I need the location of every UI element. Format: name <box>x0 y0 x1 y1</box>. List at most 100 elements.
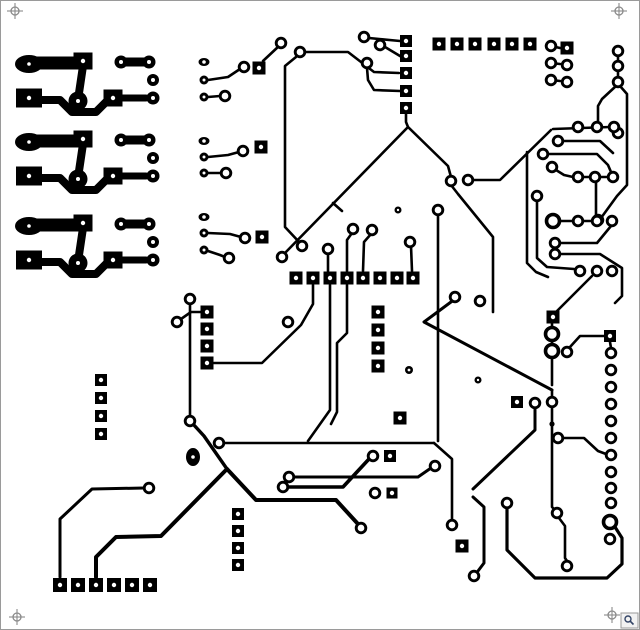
ring-pad <box>276 480 290 494</box>
copper-trace <box>558 224 613 245</box>
ring-pad <box>560 559 574 573</box>
ring-pad <box>604 414 618 428</box>
zoom-badge-frame <box>620 612 639 629</box>
square-pad <box>468 37 482 51</box>
round-pad <box>199 152 209 162</box>
copper-trace <box>206 67 242 82</box>
registration-layer <box>7 3 627 625</box>
ring-pad <box>473 294 487 308</box>
ring-pad <box>604 380 618 394</box>
ring-pad <box>366 449 380 463</box>
ring-pad <box>365 223 379 237</box>
ring-pad <box>368 486 382 500</box>
ring-pad <box>237 60 251 74</box>
square-pad <box>487 37 501 51</box>
square-pad <box>200 322 214 336</box>
round-pad <box>549 421 555 427</box>
copper-trace <box>558 252 624 305</box>
square-pad <box>386 487 398 499</box>
ring-pad <box>282 470 296 484</box>
round-pad <box>114 217 128 231</box>
copper-trace <box>365 66 402 93</box>
round-pad <box>147 152 159 164</box>
square-pad <box>511 396 523 408</box>
copper-trace <box>554 168 575 179</box>
copper-trace <box>282 111 410 256</box>
ring-pad <box>590 120 604 134</box>
square-pad <box>200 356 214 370</box>
round-pad <box>199 228 209 238</box>
square-pad <box>400 67 412 79</box>
square-pad <box>16 250 42 270</box>
square-pad <box>200 339 214 353</box>
ring-pad <box>604 397 618 411</box>
square-pad <box>371 359 385 373</box>
thick-trace-layer <box>27 56 154 278</box>
oval-pad <box>186 448 200 466</box>
ring-pad <box>603 532 617 546</box>
round-pad <box>68 91 88 111</box>
square-pad <box>254 140 268 154</box>
ring-pad <box>444 174 458 188</box>
square-pad <box>384 450 396 462</box>
square-pad <box>505 37 519 51</box>
square-pad <box>73 130 93 148</box>
square-pad <box>450 37 464 51</box>
ring-pad <box>611 75 625 89</box>
ring-pad <box>611 59 625 73</box>
square-pad <box>232 508 244 520</box>
ring-pad <box>607 120 621 134</box>
round-pad <box>142 55 156 69</box>
copper-trace <box>383 45 402 58</box>
copper-trace <box>94 467 229 579</box>
copper-trace <box>406 125 453 179</box>
ring-pad <box>183 292 197 306</box>
copper-trace <box>568 334 606 349</box>
ring-pad <box>544 39 558 53</box>
copper-trace <box>345 231 354 273</box>
magnifier-icon-handle <box>629 620 635 626</box>
ring-pad <box>544 73 558 87</box>
pad-layer <box>15 30 625 592</box>
copper-trace <box>557 516 569 563</box>
square-pad <box>340 271 354 285</box>
square-pad <box>16 88 42 108</box>
copper-trace <box>303 50 401 75</box>
ring-pad <box>448 290 462 304</box>
ring-pad <box>604 363 618 377</box>
oval-pad <box>198 58 210 66</box>
registration-mark <box>611 3 627 19</box>
ring-pad <box>590 264 604 278</box>
copper-trace <box>292 466 433 479</box>
copper-trace <box>286 457 371 489</box>
copper-trace <box>525 150 550 279</box>
copper-trace <box>206 150 241 159</box>
oval-pad <box>198 137 210 145</box>
ring-pad <box>604 346 618 360</box>
copper-trace <box>554 274 594 314</box>
ring-pad <box>238 231 252 245</box>
copper-trace <box>561 436 608 456</box>
ring-pad <box>571 120 585 134</box>
square-pad <box>455 539 469 553</box>
copper-trace <box>535 199 576 271</box>
ring-pad <box>604 448 618 462</box>
square-pad <box>73 214 93 232</box>
square-pad <box>73 52 93 70</box>
square-pad <box>232 525 244 537</box>
square-pad <box>546 310 560 324</box>
copper-trace <box>225 467 360 526</box>
ring-pad <box>604 431 618 445</box>
square-pad <box>95 374 107 386</box>
ring-pad <box>445 518 459 532</box>
round-pad <box>405 366 413 374</box>
copper-trace <box>206 94 222 99</box>
round-pad <box>114 55 128 69</box>
ring-pad <box>604 481 618 495</box>
zoom-tool-badge[interactable] <box>620 612 639 629</box>
ring-pad <box>604 496 618 510</box>
ring-pad <box>467 569 481 583</box>
square-pad <box>400 85 412 97</box>
square-pad <box>255 230 269 244</box>
